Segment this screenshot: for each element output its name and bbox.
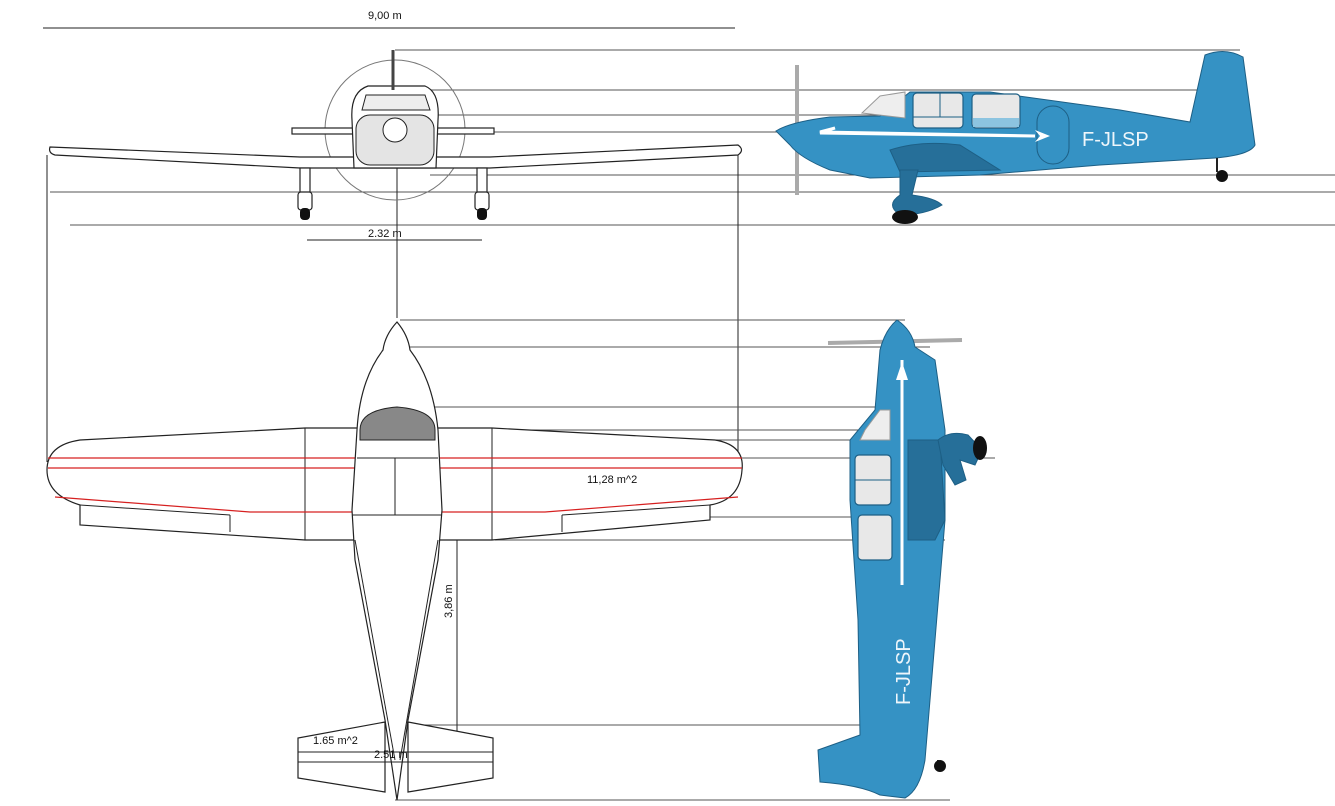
registration-side: F-JLSP [1082, 129, 1149, 151]
top-side-view: F-JLSP [817, 319, 987, 799]
wing-area-label: 11,28 m^2 [587, 474, 637, 486]
registration-top: F-JLSP [893, 638, 915, 705]
tail-area-label: 1.65 m^2 [313, 735, 358, 747]
tail-length-label: 3,86 m [443, 584, 455, 618]
tail-span-label: 2.51 m [374, 749, 408, 761]
side-view: F-JLSP [775, 51, 1256, 224]
front-view [48, 50, 743, 220]
top-view [46, 321, 743, 801]
track-label: 2.32 m [368, 228, 402, 240]
wingspan-label: 9,00 m [368, 10, 402, 22]
